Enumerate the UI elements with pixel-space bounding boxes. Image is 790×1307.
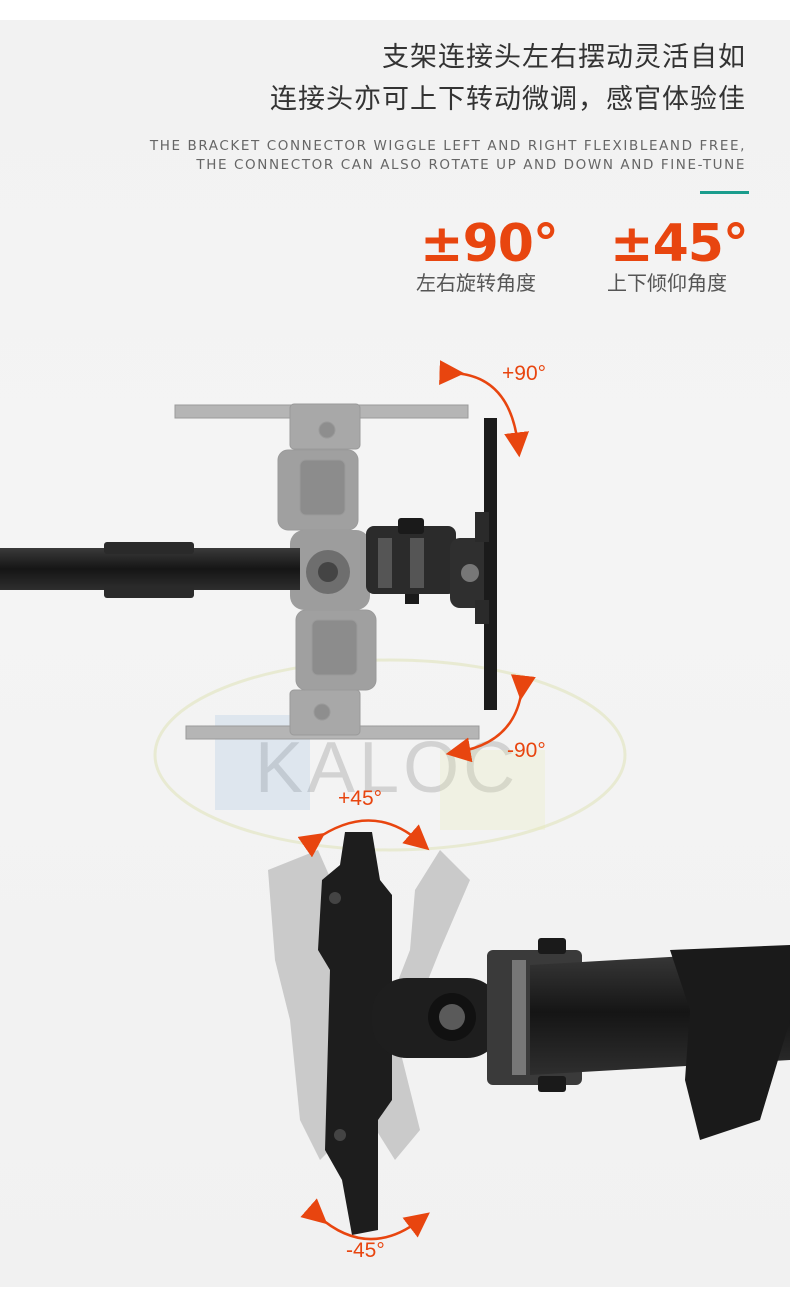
rotate-neg-arrow (445, 674, 536, 763)
ghost-plate-lower (185, 609, 480, 740)
heading-line-1: 支架连接头左右摆动灵活自如 (382, 42, 746, 73)
heading-en-line-1: THE BRACKET CONNECTOR WIGGLE LEFT AND RI… (149, 138, 746, 154)
product-panel: 支架连接头左右摆动灵活自如 连接头亦可上下转动微调，感官体验佳 THE BRAC… (0, 20, 790, 1287)
rotate-pos-label: +90° (502, 362, 547, 385)
tilt-neg-arrow (300, 1198, 430, 1241)
watermark-block-2 (440, 750, 545, 830)
tilt-pos-label: +45° (338, 787, 383, 810)
bracket-illustration (0, 360, 790, 1241)
accent-divider (700, 191, 749, 194)
bottom-arm (530, 945, 790, 1140)
tilt-neg-label: -45° (346, 1239, 385, 1262)
ghost-tilt-plate-right (370, 850, 470, 1160)
top-arm (0, 542, 300, 598)
top-joint (366, 518, 492, 608)
rotation-angle-caption: 左右旋转角度 (416, 271, 536, 295)
rotation-angle-value: ±90° (420, 214, 559, 274)
heading-en-line-2: THE CONNECTOR CAN ALSO ROTATE UP AND DOW… (196, 157, 746, 173)
tilt-angle-value: ±45° (610, 214, 749, 274)
heading-line-2: 连接头亦可上下转动微调，感官体验佳 (270, 84, 746, 115)
rotate-neg-label: -90° (507, 739, 546, 762)
ghost-plate-upper (174, 403, 469, 531)
rotate-pos-arrow (439, 360, 529, 458)
tilt-pos-arrow (297, 819, 430, 858)
tilt-angle-caption: 上下倾仰角度 (607, 271, 727, 295)
top-mount-plate (484, 418, 497, 710)
